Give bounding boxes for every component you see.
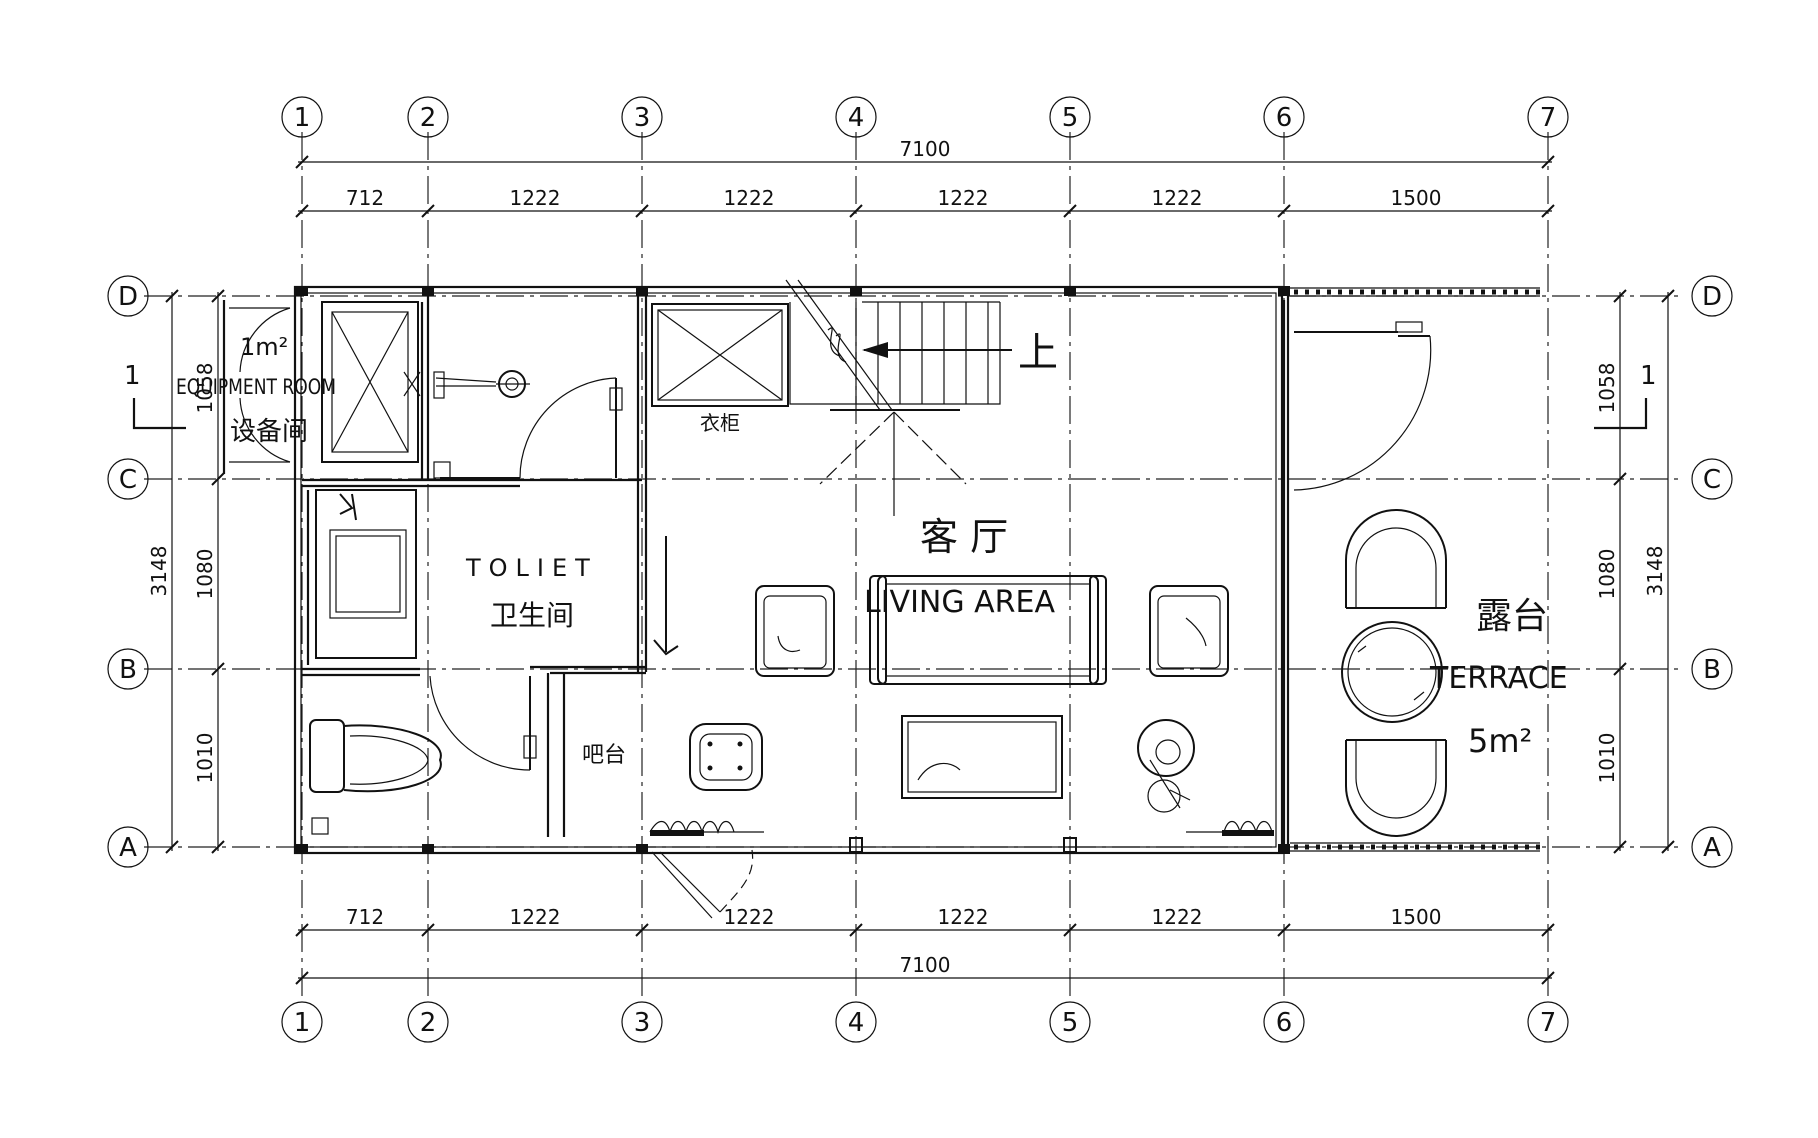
living-label-en: LIVING AREA	[864, 585, 1055, 620]
terrace-label-cn: 露台	[1476, 596, 1548, 637]
dim-left-total: 3148	[147, 546, 171, 597]
axis-label-bottom-5: 5	[1062, 1008, 1079, 1038]
dim-right-seg-1: 1058	[1595, 363, 1619, 414]
dim-top-seg-2: 1222	[510, 186, 561, 210]
dim-bottom-seg-4: 1222	[938, 905, 989, 929]
dim-bottom-seg-2: 1222	[510, 905, 561, 929]
grid-axes	[144, 132, 1684, 998]
dim-bottom-seg-1: 712	[346, 905, 384, 929]
toilet-label-en: TOLIET	[465, 554, 598, 582]
dim-top-seg-3: 1222	[724, 186, 775, 210]
dim-top-seg-6: 1500	[1391, 186, 1442, 210]
axis-label-left-c: C	[119, 465, 137, 495]
section-mark-left: 1	[124, 361, 186, 430]
axis-label-right-d: D	[1702, 282, 1722, 312]
axis-label-left-b: B	[119, 655, 137, 685]
terrace-railing-bottom	[1290, 842, 1540, 852]
axis-label-top-4: 4	[848, 103, 865, 133]
dimension-lines	[165, 155, 1675, 985]
equipment-room-label-en: EQUIPMENT ROOM	[176, 375, 336, 399]
axis-label-left-d: D	[118, 282, 138, 312]
terrace-railing-top	[1290, 287, 1540, 297]
axis-bubbles	[107, 96, 1733, 1043]
bar-label-cn: 吧台	[582, 743, 626, 768]
axis-label-bottom-4: 4	[848, 1008, 865, 1038]
dim-top-seg-1: 712	[346, 186, 384, 210]
dim-right-seg-2: 1080	[1595, 549, 1619, 600]
axis-label-right-b: B	[1703, 655, 1721, 685]
dim-bottom-seg-5: 1222	[1152, 905, 1203, 929]
axis-label-bottom-6: 6	[1276, 1008, 1293, 1038]
terrace-area-label: 5m²	[1468, 722, 1532, 760]
wardrobe: 衣柜	[651, 303, 789, 435]
dim-bottom-seg-3: 1222	[724, 905, 775, 929]
staircase: 上	[785, 279, 1058, 516]
toilet-label-cn: 卫生间	[490, 599, 574, 632]
dim-right-total: 3148	[1643, 546, 1667, 597]
axis-label-top-6: 6	[1276, 103, 1293, 133]
dim-top-seg-4: 1222	[938, 186, 989, 210]
dim-right-seg-3: 1010	[1595, 733, 1619, 784]
axis-label-bottom-3: 3	[634, 1008, 651, 1038]
dim-left-seg-1: 1058	[193, 363, 217, 414]
axis-label-top-3: 3	[634, 103, 651, 133]
dim-bottom-total: 7100	[900, 953, 951, 977]
dim-left-seg-2: 1080	[193, 549, 217, 600]
terrace-furniture: 露台 TERRACE 5m²	[1293, 321, 1568, 837]
stair-up-label: 上	[1018, 330, 1058, 376]
living-label-cn: 客 厅	[920, 515, 1008, 559]
axis-label-top-7: 7	[1540, 103, 1557, 133]
wardrobe-label-cn: 衣柜	[700, 411, 740, 435]
dim-top-total: 7100	[900, 137, 951, 161]
axis-label-top-2: 2	[420, 103, 437, 133]
axis-label-bottom-7: 7	[1540, 1008, 1557, 1038]
axis-label-right-a: A	[1703, 833, 1721, 863]
section-mark-left-label: 1	[124, 361, 141, 391]
equipment-room: 1m² EQUIPMENT ROOM 设备间	[176, 300, 419, 474]
equipment-area-label: 1m²	[240, 333, 288, 361]
walls	[293, 285, 1540, 855]
living-area-furniture: 客 厅 LIVING AREA	[649, 515, 1274, 919]
axis-label-top-5: 5	[1062, 103, 1079, 133]
axis-label-right-c: C	[1703, 465, 1721, 495]
dim-bottom-seg-6: 1500	[1391, 905, 1442, 929]
bar-counter: 吧台	[582, 743, 626, 768]
axis-label-left-a: A	[119, 833, 137, 863]
axis-label-top-1: 1	[294, 103, 311, 133]
terrace-label-en: TERRACE	[1429, 661, 1568, 696]
toilet-room: TOLIET 卫生间	[309, 370, 623, 835]
dim-left-seg-3: 1010	[193, 733, 217, 784]
axis-label-bottom-1: 1	[294, 1008, 311, 1038]
axis-label-bottom-2: 2	[420, 1008, 437, 1038]
section-mark-right: 1	[1594, 361, 1657, 430]
dim-top-seg-5: 1222	[1152, 186, 1203, 210]
section-mark-right-label: 1	[1640, 361, 1657, 391]
equipment-room-label-cn: 设备间	[230, 417, 308, 447]
